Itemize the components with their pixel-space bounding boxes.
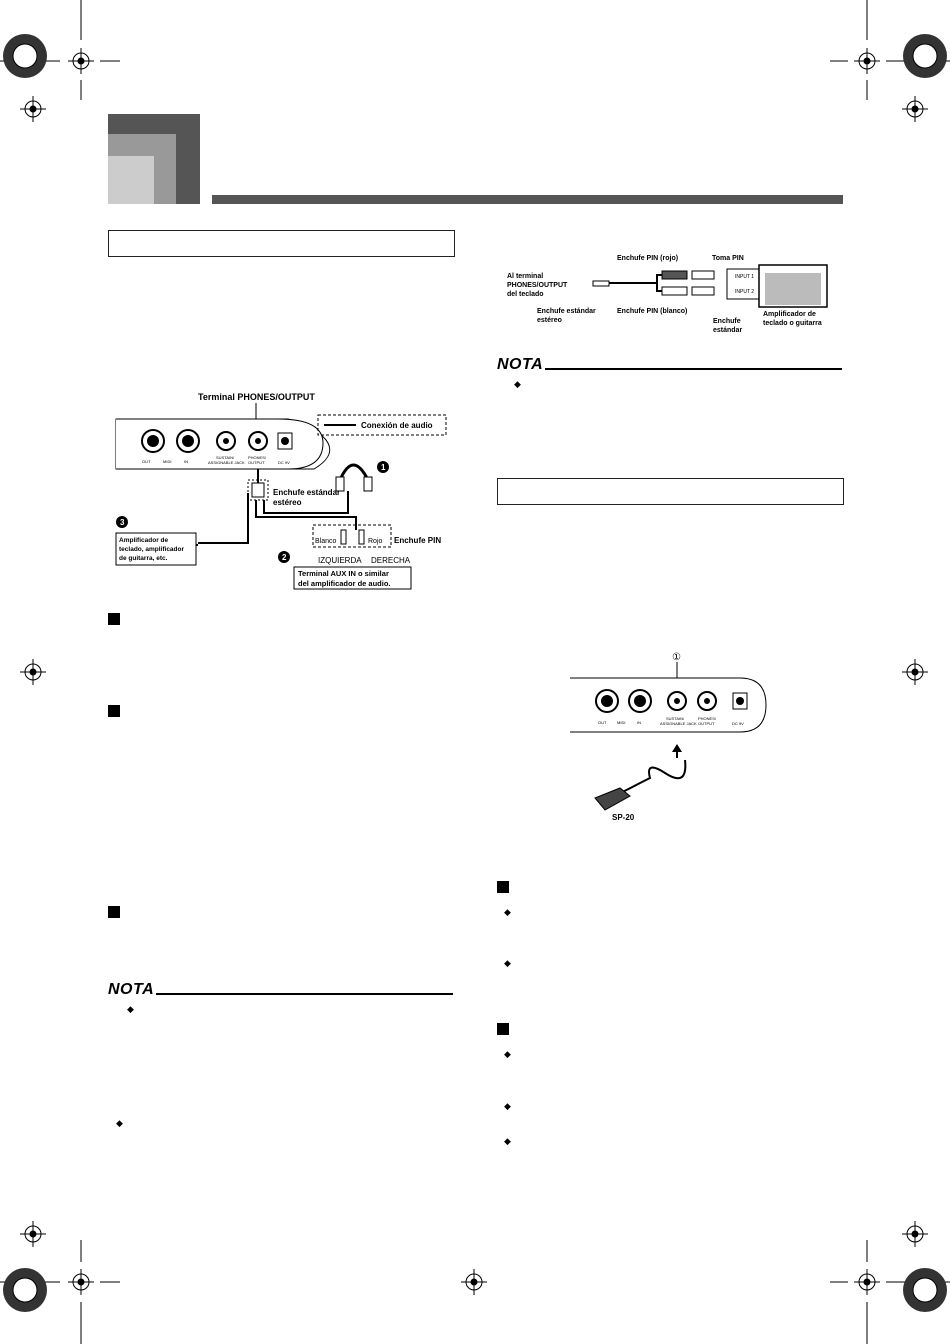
std-plug-label-2: estándar <box>713 327 742 334</box>
pin-white-label: Enchufe PIN (blanco) <box>617 308 687 315</box>
bullet: ◆ <box>504 1049 511 1059</box>
amp-label-3: de guitarra, etc. <box>119 555 168 562</box>
chapter-header-block <box>108 114 200 204</box>
jack-label-sustain: SUSTAIN/ <box>216 455 235 460</box>
bullet: ◆ <box>116 1118 123 1128</box>
bullet: ◆ <box>504 1101 511 1111</box>
jack-label-dc: DC 9V <box>732 721 744 726</box>
pedal-connection-diagram: ① OUT MIDI IN SUSTAIN/ ASSIGNABLE JACK P… <box>570 652 767 822</box>
aux-label-1: Terminal AUX IN o similar <box>298 569 389 578</box>
pin-plug-label: Enchufe PIN <box>394 536 441 545</box>
nota-heading-left: NOTA <box>108 981 155 998</box>
bullet: ◆ <box>504 958 511 968</box>
legend-label: Conexión de audio <box>361 421 433 430</box>
std-stereo-label-2: estéreo <box>537 317 562 324</box>
jack-label-out: OUT <box>142 459 151 464</box>
audio-connection-diagram: Terminal PHONES/OUTPUT OUT MIDI IN SUSTA… <box>115 392 447 590</box>
jack-label-output: OUTPUT <box>248 460 265 465</box>
terminal-label-3: del teclado <box>507 291 544 298</box>
bullet: ◆ <box>127 1004 134 1014</box>
bullet: ◆ <box>504 1136 511 1146</box>
num-2: 2 <box>282 553 287 562</box>
jack-label-out: OUT <box>598 720 607 725</box>
jack-label-midi: MIDI <box>617 720 625 725</box>
jack-label-phones: PHONES/ <box>248 455 267 460</box>
jack-label-assignable: ASSIGNABLE JACK <box>208 460 245 465</box>
section-marker <box>497 1023 509 1035</box>
header-rule <box>212 195 843 204</box>
nota-rule-right <box>545 368 842 370</box>
nota-rule-left <box>156 993 453 995</box>
input2-label: INPUT 2 <box>735 289 754 295</box>
stereo-plug-label-1: Enchufe estándar <box>273 488 340 497</box>
red-label: Rojo <box>368 538 383 545</box>
pin-jack-label: Toma PIN <box>712 255 744 262</box>
jack-label-dc: DC 9V <box>278 460 290 465</box>
num-1: 1 <box>381 463 386 472</box>
jack-label-assignable: ASSIGNABLE JACK <box>660 721 697 726</box>
nota-heading-right: NOTA <box>497 356 544 373</box>
white-label: Blanco <box>315 538 337 545</box>
pedal-label: SP-20 <box>612 813 635 822</box>
terminal-label-1: Al terminal <box>507 273 543 280</box>
num-3: 3 <box>120 518 125 527</box>
section-marker <box>108 906 120 918</box>
pin-red-label: Enchufe PIN (rojo) <box>617 255 678 262</box>
amp-label-1: Amplificador de <box>119 537 169 544</box>
jack-label-output: OUTPUT <box>698 721 715 726</box>
stereo-plug-label-2: estéreo <box>273 498 302 507</box>
input1-label: INPUT 1 <box>735 274 754 280</box>
aux-label-2: del amplificador de audio. <box>298 579 391 588</box>
jack-label-in: IN <box>637 720 641 725</box>
terminal-label-2: PHONES/OUTPUT <box>507 282 568 289</box>
section-marker <box>108 613 120 625</box>
section-heading-box-left <box>108 230 455 257</box>
section-marker <box>108 705 120 717</box>
right-label: DERECHA <box>371 556 411 565</box>
jack-label-phones: PHONES/ <box>698 716 717 721</box>
amp-label-2: teclado o guitarra <box>763 320 822 327</box>
amp-label-2: teclado, amplificador <box>119 546 184 553</box>
std-stereo-label-1: Enchufe estándar <box>537 308 596 315</box>
bullet: ◆ <box>504 907 511 917</box>
jack-label-in: IN <box>184 459 188 464</box>
jack-label-midi: MIDI <box>163 459 171 464</box>
section-heading-box-right <box>497 478 844 505</box>
bullet: ◆ <box>514 379 521 389</box>
std-plug-label-1: Enchufe <box>713 318 741 325</box>
section-marker <box>497 881 509 893</box>
marker: ① <box>672 652 681 663</box>
amplifier-connection-diagram: Enchufe PIN (rojo) Toma PIN Al terminal … <box>507 255 828 334</box>
left-label: IZQUIERDA <box>318 556 362 565</box>
amp-label-1: Amplificador de <box>763 311 816 318</box>
jack-label-sustain: SUSTAIN/ <box>666 716 685 721</box>
terminal-label: Terminal PHONES/OUTPUT <box>198 392 315 402</box>
